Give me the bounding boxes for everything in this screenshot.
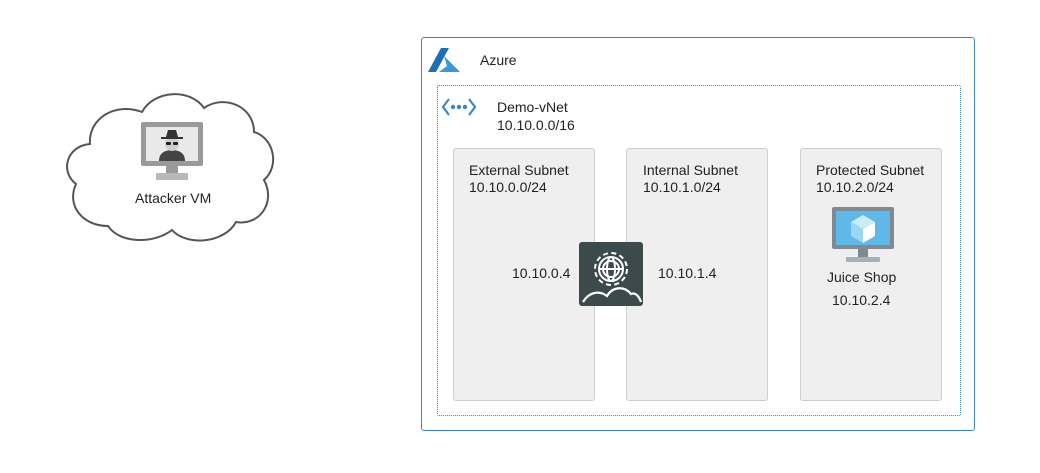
vnet-cidr: 10.10.0.0/16: [497, 117, 575, 133]
vm-monitor-icon: [832, 207, 894, 262]
internal-subnet-name: Internal Subnet: [643, 162, 738, 178]
protected-subnet-cidr: 10.10.2.0/24: [816, 179, 894, 195]
gateway-internal-ip: 10.10.1.4: [658, 265, 717, 281]
vnet-container: [437, 85, 961, 416]
azure-logo-icon: [428, 48, 460, 72]
gateway-external-ip: 10.10.0.4: [512, 265, 571, 281]
attacker-label: Attacker VM: [135, 190, 212, 206]
azure-label: Azure: [480, 52, 517, 68]
azure-container: [421, 37, 975, 431]
juice-shop-ip: 10.10.2.4: [832, 292, 891, 308]
external-subnet-cidr: 10.10.0.0/24: [469, 179, 547, 195]
juice-shop-label: Juice Shop: [827, 269, 897, 285]
internal-subnet-cidr: 10.10.1.0/24: [643, 179, 721, 195]
vnet-icon: [441, 98, 477, 116]
attacker-monitor-icon: [141, 122, 203, 180]
protected-subnet-box: [800, 148, 942, 401]
protected-subnet-name: Protected Subnet: [816, 162, 925, 178]
gateway-appliance-icon: [579, 242, 643, 306]
external-subnet-box: [453, 148, 595, 401]
external-subnet-name: External Subnet: [469, 162, 569, 178]
vnet-name: Demo-vNet: [497, 99, 568, 115]
